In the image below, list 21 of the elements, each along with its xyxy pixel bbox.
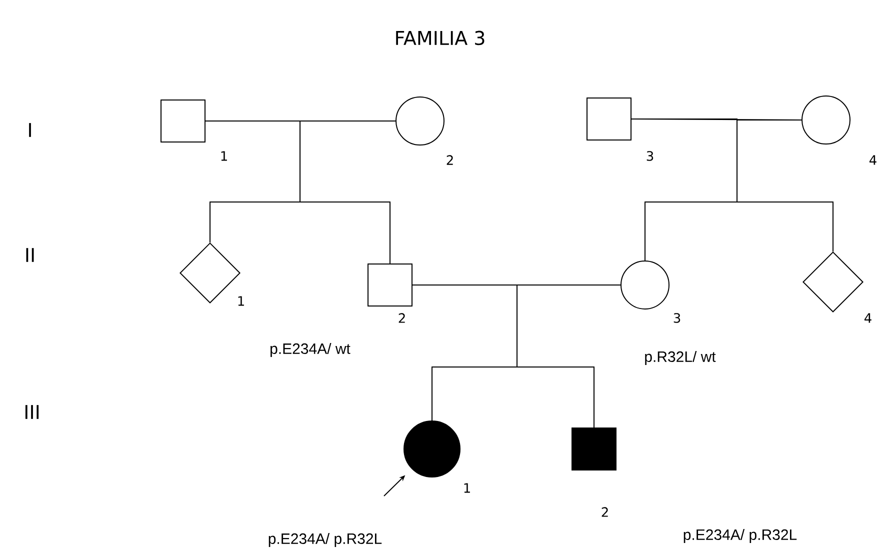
generation-label: I <box>29 123 31 137</box>
individual-number: 1 <box>464 483 470 493</box>
individual-number: 1 <box>221 151 227 161</box>
individual-number: 2 <box>602 507 608 517</box>
generation-label: III <box>25 405 39 419</box>
title: FAMILIA 3 <box>396 30 484 46</box>
individual-number: 2 <box>398 313 405 323</box>
individual-number: 4 <box>870 155 876 165</box>
genotype-label: p.R32L/ wt <box>645 351 716 365</box>
individual-number: 3 <box>646 151 654 161</box>
individual-number: 2 <box>446 155 453 165</box>
genotype-label: p.E234A/ wt <box>270 343 350 357</box>
genotype-label: p.E234A/ p.R32L <box>268 533 382 547</box>
individual-number: 3 <box>674 313 680 323</box>
individual-number: 4 <box>864 313 872 323</box>
individual-number: 1 <box>238 296 244 306</box>
descent-line <box>300 120 396 264</box>
descent-line <box>736 120 834 252</box>
generation-label: II <box>26 248 34 262</box>
descent-line <box>516 284 621 428</box>
genotype-label: p.E234A/ p.R32L <box>684 529 797 543</box>
